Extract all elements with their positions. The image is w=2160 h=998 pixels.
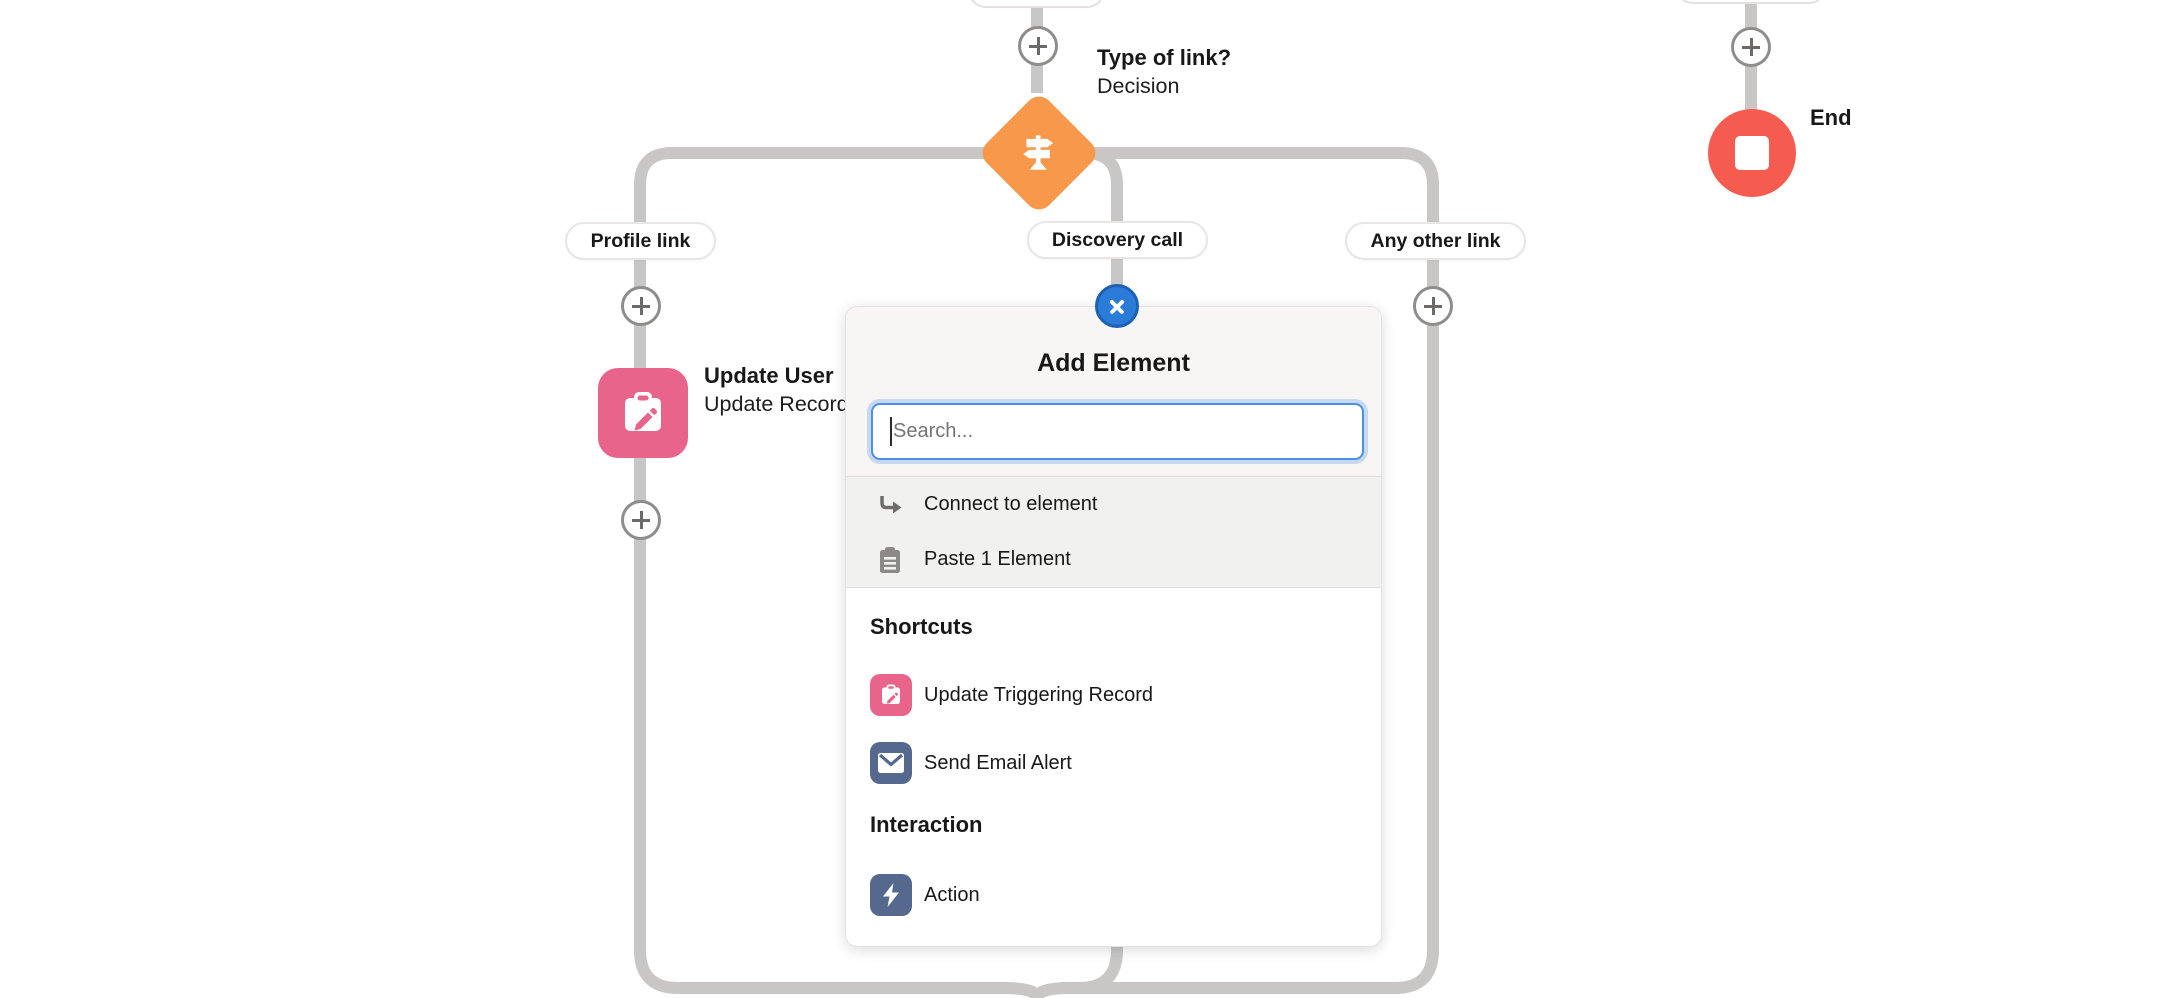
shortcut-item-send-email-alert[interactable]: Send Email Alert [846,729,1381,797]
search-field-wrapper [871,403,1364,460]
update-records-node-label: Update User Update Records [704,361,859,419]
connect-to-element-icon [877,493,922,517]
popup-quick-actions: Connect to element Paste 1 Element [846,477,1381,588]
branch-label-any-other-link: Any other link [1345,222,1526,260]
decision-type: Decision [1097,74,1180,98]
update-node-type: Update Records [704,392,860,416]
connect-to-element-item[interactable]: Connect to element [846,477,1381,532]
add-node-button-profile-bottom[interactable] [621,500,661,540]
add-node-button-above-end[interactable] [1731,27,1771,67]
paste-icon [877,546,922,574]
paste-element-item[interactable]: Paste 1 Element [846,532,1381,587]
item-label: Update Triggering Record [924,683,1154,706]
add-node-button-any-other[interactable] [1413,286,1453,326]
cutoff-label-pill-decision [968,0,1105,8]
item-label: Action [924,883,980,906]
text-cursor [890,417,892,446]
update-records-node[interactable] [598,368,688,458]
end-stop-icon [1735,136,1769,170]
quick-action-label: Paste 1 Element [924,548,1071,570]
action-icon [870,874,912,916]
partially-visible-item[interactable] [846,937,1381,946]
interaction-item-action[interactable]: Action [846,861,1381,929]
item-label: Send Email Alert [924,751,1072,774]
end-node [1708,109,1796,197]
add-node-button-profile-top[interactable] [621,286,661,326]
connector-branch-center [1037,147,1123,994]
branch-label-profile-link: Profile link [565,222,716,260]
update-record-icon [625,392,661,431]
close-popup-button[interactable] [1095,284,1139,328]
popup-header: Add Element [846,307,1381,477]
signpost-icon [1023,135,1054,170]
end-node-label: End [1810,105,1852,130]
decision-node[interactable] [976,90,1102,216]
decision-node-label: Type of link? Decision [1097,43,1231,101]
element-search-input[interactable] [871,403,1364,460]
decision-title: Type of link? [1097,45,1232,70]
quick-action-label: Connect to element [924,493,1098,515]
email-icon [870,742,912,784]
popup-title: Add Element [1037,349,1190,377]
update-record-icon [870,674,912,716]
update-node-title: Update User [704,363,834,388]
cutoff-label-pill-end [1675,0,1827,4]
connector-branch-left [634,147,1043,998]
section-header-shortcuts: Shortcuts [870,614,973,639]
add-element-popup: Add Element Connect to element [845,306,1382,947]
branch-label-discovery-call: Discovery call [1027,221,1208,259]
section-header-interaction: Interaction [870,812,983,837]
add-node-button-above-decision[interactable] [1018,26,1058,66]
connector-branch-right [1031,147,1439,998]
shortcut-item-update-triggering-record[interactable]: Update Triggering Record [846,661,1381,729]
